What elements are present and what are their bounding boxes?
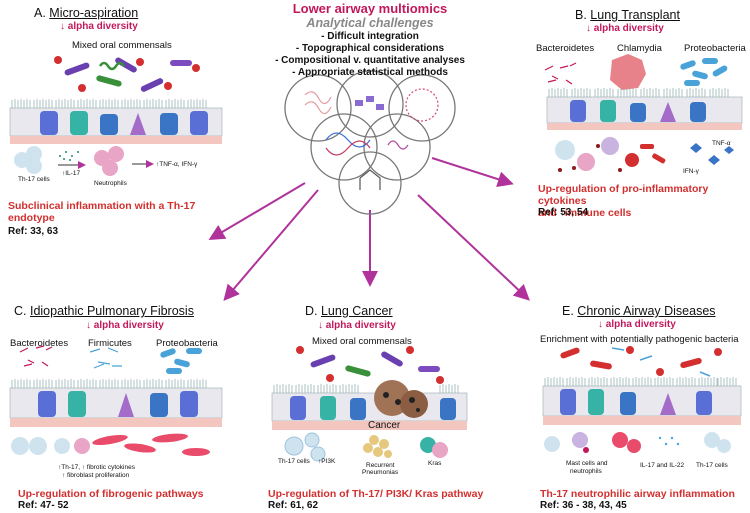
panel-a-th17-label: Th-17 cells — [18, 176, 50, 183]
immune-e — [544, 432, 731, 453]
panel-b-diversity: ↓ alpha diversity — [586, 23, 664, 34]
panel-b-letter: B. — [575, 8, 587, 22]
panel-e-title: E. Chronic Airway Diseases — [562, 304, 716, 318]
panel-a-letter: A. — [34, 6, 46, 20]
bacteria-c — [19, 345, 202, 374]
panel-b-name: Lung Transplant — [590, 8, 680, 22]
panel-e-mast-line2: neutrophils — [570, 468, 602, 475]
panel-e-enrichment: Enrichment with potentially pathogenic b… — [540, 334, 739, 345]
panel-e-ref: Ref: 36 - 38, 43, 45 — [540, 500, 627, 511]
panel-a-result: Subclinical inflammation with a Th-17 en… — [8, 200, 196, 224]
panel-d-th17-label: Th-17 cells — [278, 458, 310, 465]
panel-e-result: Th-17 neutrophilic airway inflammation — [540, 488, 735, 500]
panel-d-ref: Ref: 61, 62 — [268, 500, 319, 511]
epithelium-e — [542, 376, 742, 425]
challenge-item: - Appropriate statistical methods — [292, 67, 448, 78]
omics-icons — [304, 88, 439, 190]
panel-c-letter: C. — [14, 304, 27, 318]
panel-e-mast-line1: Mast cells and — [566, 460, 608, 467]
panel-d-commensals: Mixed oral commensals — [312, 336, 412, 347]
panel-e-letter: E. — [562, 304, 574, 318]
panel-b-bact2: Chlamydia — [617, 43, 662, 54]
bacteria-e — [560, 346, 722, 377]
panel-b-ifn-label: IFN-γ — [683, 168, 699, 175]
center-title: Lower airway multiomics — [292, 1, 448, 16]
fibrosis-c — [11, 433, 210, 456]
panel-b-result-line2: and ↑immune cells — [538, 207, 632, 219]
panel-e-name: Chronic Airway Diseases — [577, 304, 716, 318]
panel-c-ref: Ref: 47- 52 — [18, 500, 69, 511]
panel-d-diversity: ↓ alpha diversity — [318, 320, 396, 331]
panel-b-title: B. Lung Transplant — [575, 8, 680, 22]
panel-a-il17-label: ↑IL-17 — [62, 170, 81, 177]
bacteria-b — [544, 54, 728, 90]
epithelium-d — [271, 380, 468, 430]
challenge-item: - Compositional v. quantitative analyses — [275, 55, 465, 66]
panel-b-bact1: Bacteroidetes — [536, 43, 595, 54]
panel-d-pneumonia-line1: Recurrent — [366, 462, 395, 469]
panel-d-kras-label: Kras — [428, 460, 442, 467]
challenge-item: - Topographical considerations — [295, 43, 445, 54]
center-subtitle: Analytical challenges — [306, 16, 434, 30]
challenge-list: - Difficult integration - Topographical … — [260, 31, 480, 79]
panel-a-ref: Ref: 33, 63 — [8, 226, 59, 237]
epithelium-c — [9, 378, 223, 427]
arrow-to-b — [431, 157, 514, 187]
epithelium-a — [9, 98, 223, 144]
panel-e-th17-label: Th-17 cells — [696, 462, 728, 469]
panel-b-ref: Ref: 53, 54 — [538, 207, 589, 218]
arrow-to-c — [223, 189, 319, 302]
panel-d-cancer-label: Cancer — [368, 420, 401, 431]
omics-circles — [284, 70, 456, 215]
panel-d-pi3k-label: ↑PI3K — [318, 458, 336, 465]
panel-b-result: Up-regulation of pro-inflammatory cytoki… — [538, 183, 748, 219]
bacteria-d — [296, 346, 444, 384]
panel-c-name: Idiopathic Pulmonary Fibrosis — [29, 304, 194, 318]
panel-c-result: Up-regulation of fibrogenic pathways — [18, 488, 204, 500]
immune-a — [14, 146, 154, 176]
panel-d-letter: D. — [305, 304, 318, 318]
panel-a-neutrophils-label: Neutrophils — [94, 180, 127, 187]
panel-c-note1: ↑Th-17, ↑ fibrotic cytokines — [58, 464, 135, 471]
panel-d-title: D. Lung Cancer — [305, 304, 393, 318]
panel-b-result-line1: Up-regulation of pro-inflammatory cytoki… — [538, 183, 709, 207]
panel-c-bact2: Firmicutes — [88, 338, 132, 349]
panel-b-bact3: Proteobacteria — [684, 43, 746, 54]
bacteria-a — [54, 56, 200, 92]
panel-c-bact3: Proteobacteria — [156, 338, 218, 349]
arrow-to-a — [208, 182, 306, 241]
panel-a-name: Micro-aspiration — [49, 6, 139, 20]
panel-a-title: A. Micro-aspiration — [34, 6, 138, 20]
panel-e-il-label: IL-17 and IL-22 — [640, 462, 685, 469]
panel-e-diversity: ↓ alpha diversity — [598, 319, 676, 330]
immune-d — [284, 432, 448, 462]
panel-c-bact1: Bacteroidetes — [10, 338, 69, 349]
arrow-to-e — [417, 194, 530, 301]
epithelium-b — [546, 87, 743, 130]
panel-c-diversity: ↓ alpha diversity — [86, 320, 164, 331]
immune-b — [555, 137, 734, 172]
challenge-item: - Difficult integration — [321, 31, 419, 42]
panel-d-result: Up-regulation of Th-17/ PI3K/ Kras pathw… — [268, 488, 484, 500]
panel-a-commensals: Mixed oral commensals — [72, 40, 172, 51]
panel-a-diversity: ↓ alpha diversity — [60, 21, 138, 32]
panel-c-note2: ↑ fibroblast proliferation — [62, 472, 130, 479]
panel-d-name: Lung Cancer — [320, 304, 393, 318]
panel-b-tnf-label: TNF-α — [712, 140, 731, 147]
panel-a-tnf-label: ↑TNF-α, IFN-γ — [156, 161, 198, 168]
panel-d-pneumonia-line2: Pneumonias — [362, 469, 399, 476]
panel-c-title: C. Idiopathic Pulmonary Fibrosis — [14, 304, 194, 318]
